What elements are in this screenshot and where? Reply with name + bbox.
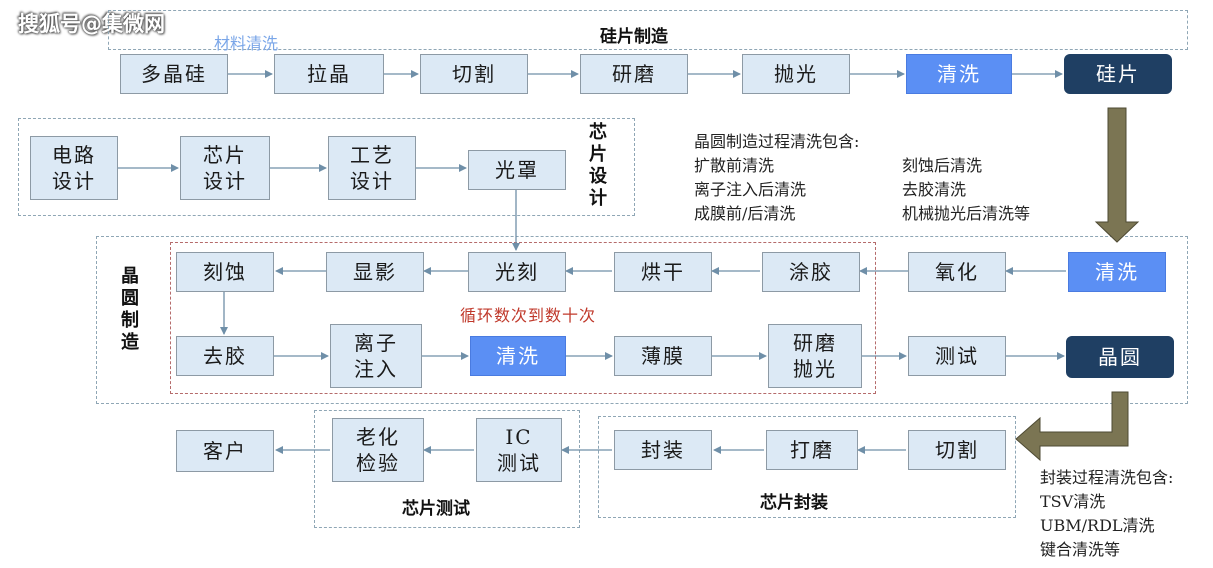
- step-customer: 客户: [176, 430, 274, 472]
- step-coating: 涂胶: [762, 252, 860, 292]
- step-ic-test: IC 测试: [476, 418, 562, 482]
- step-lithography: 光刻: [468, 252, 566, 292]
- step-grinding: 研磨: [580, 54, 688, 94]
- loop-note: 循环数次到数十次: [460, 306, 597, 325]
- chip-packaging-region: [598, 416, 1016, 518]
- step-backgrind: 打磨: [766, 430, 858, 470]
- wafer-making-label: 晶圆制造: [121, 266, 139, 353]
- chip-design-region: [18, 118, 635, 216]
- step-developing: 显影: [326, 252, 424, 292]
- chip-packaging-title: 芯片封装: [760, 493, 828, 513]
- step-package: 封装: [614, 430, 712, 470]
- step-cleaning-loop: 清洗: [470, 336, 566, 376]
- step-grind-polish: 研磨 抛光: [768, 324, 862, 388]
- wafer-cleaning-item: 机械抛光后清洗等: [902, 204, 1031, 223]
- step-dicing: 切割: [908, 430, 1006, 470]
- chip-test-region: [314, 410, 580, 528]
- step-polysilicon: 多晶硅: [120, 54, 228, 94]
- step-thin-film: 薄膜: [614, 336, 712, 376]
- packaging-cleaning-note-title: 封装过程清洗包含:: [1040, 468, 1174, 487]
- step-oxidation: 氧化: [908, 252, 1006, 292]
- step-chip-design: 芯片 设计: [180, 136, 270, 200]
- big-arrow-down: [1094, 107, 1140, 243]
- wafer-fab-region: [108, 10, 1188, 50]
- step-etching: 刻蚀: [176, 252, 274, 292]
- packaging-cleaning-item: 键合清洗等: [1040, 540, 1121, 559]
- step-cleaning-mid: 清洗: [1068, 252, 1166, 292]
- wafer-making-region: [96, 236, 1188, 404]
- step-cleaning-top: 清洗: [906, 54, 1012, 94]
- material-cleaning-note: 材料清洗: [214, 34, 279, 53]
- wafer-cleaning-item: 刻蚀后清洗: [902, 156, 983, 175]
- step-ion-implant: 离子 注入: [330, 324, 422, 388]
- wafer-fab-title: 硅片制造: [600, 27, 668, 47]
- step-baking: 烘干: [614, 252, 712, 292]
- wafer-cleaning-note-title: 晶圆制造过程清洗包含:: [694, 132, 860, 151]
- step-aging-test: 老化 检验: [332, 418, 424, 482]
- wafer-cleaning-item: 扩散前清洗: [694, 156, 775, 175]
- big-arrow-bent: [1015, 391, 1129, 462]
- step-silicon-wafer: 硅片: [1064, 54, 1172, 94]
- step-wafer: 晶圆: [1066, 336, 1174, 378]
- chip-design-label: 芯片设计: [589, 122, 607, 209]
- loop-region: [170, 242, 876, 394]
- wafer-cleaning-item: 去胶清洗: [902, 180, 967, 199]
- packaging-cleaning-item: TSV清洗: [1040, 492, 1106, 511]
- packaging-cleaning-item: UBM/RDL清洗: [1040, 516, 1155, 535]
- step-polishing: 抛光: [742, 54, 850, 94]
- step-strip: 去胶: [176, 336, 274, 376]
- step-testing: 测试: [908, 336, 1006, 376]
- watermark: 搜狐号@集微网: [18, 12, 165, 36]
- step-process-design: 工艺 设计: [328, 136, 416, 200]
- chip-test-title: 芯片测试: [402, 499, 470, 519]
- wafer-cleaning-item: 离子注入后清洗: [694, 180, 807, 199]
- step-circuit-design: 电路 设计: [30, 136, 118, 200]
- wafer-cleaning-item: 成膜前/后清洗: [694, 204, 796, 223]
- step-cutting: 切割: [420, 54, 528, 94]
- step-photomask: 光罩: [468, 150, 566, 190]
- step-crystal-pull: 拉晶: [274, 54, 384, 94]
